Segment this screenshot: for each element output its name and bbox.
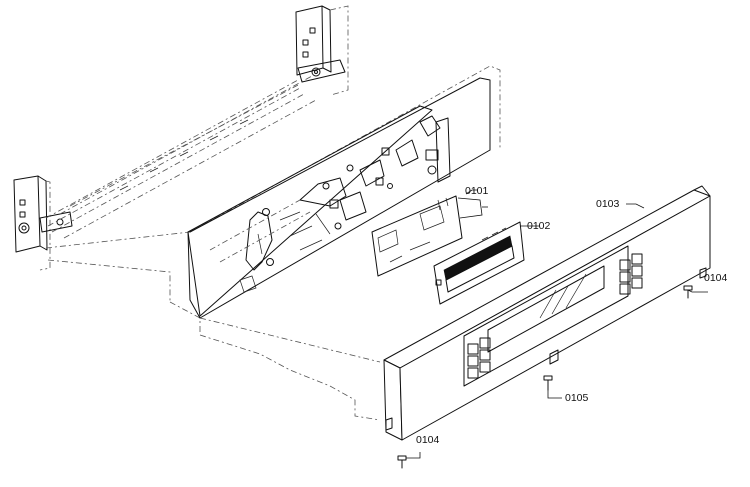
part-0103-front-panel — [383, 185, 711, 441]
part-0105-screw-middle — [543, 375, 562, 399]
label-0101: 0101 — [465, 185, 489, 197]
part-0101-circuit-board — [371, 189, 483, 277]
part-0104-screw-right — [683, 285, 708, 299]
label-0103: 0103 — [596, 198, 620, 210]
label-0104-right: 0104 — [704, 272, 728, 284]
part-0102-display-module — [433, 221, 540, 305]
part-0104-screw-left — [397, 452, 421, 469]
rear-mounting-rail — [13, 5, 349, 271]
label-0104-left: 0104 — [416, 434, 440, 446]
label-0102: 0102 — [527, 220, 551, 232]
label-0105: 0105 — [565, 392, 589, 404]
control-housing — [45, 65, 501, 421]
